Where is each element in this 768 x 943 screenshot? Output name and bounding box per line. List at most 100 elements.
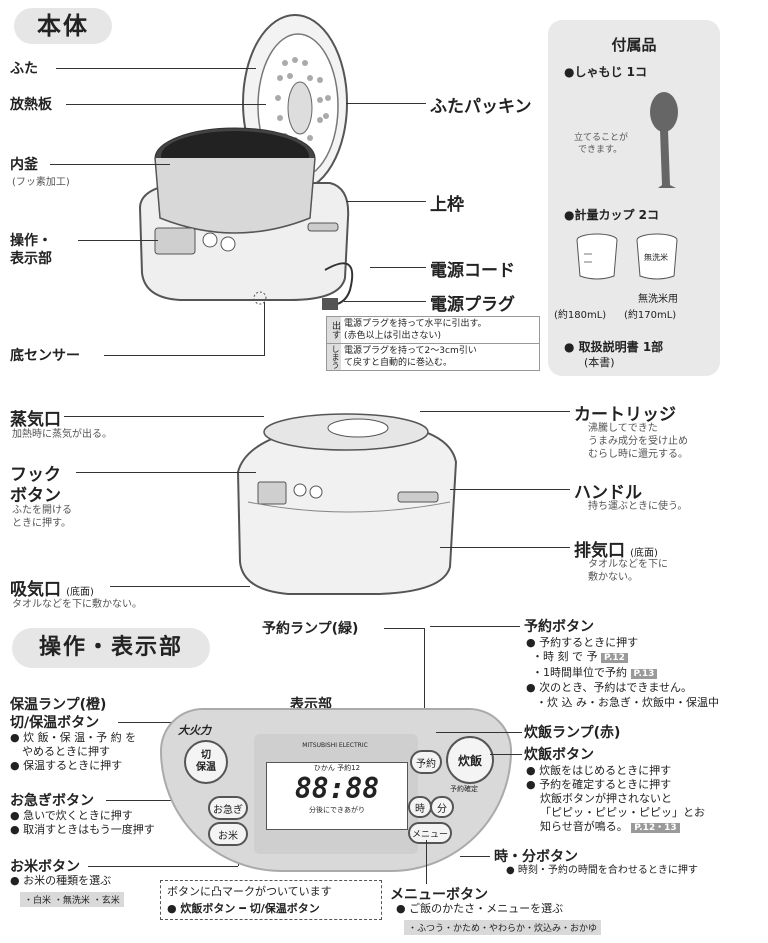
yoyaku-bullet-1: ● 予約するときに押す [526,636,639,649]
plug-note-out-2: (赤色以上は引出さない) [344,331,442,341]
kiri-hoon-bullet-2: やめるときに押す [22,745,110,758]
label-suihan-btn: 炊飯ボタン [524,747,594,763]
display-digits: 88:88 [294,772,380,805]
label-hook-sub-2: ときに押す。 [12,518,71,529]
fun-button[interactable]: 分 [430,796,454,818]
measuring-cup-left-icon [576,233,618,280]
label-kyuuki-sub: タオルなどを下に敷かない。 [12,599,142,610]
power-cord-illustration [322,262,354,310]
yoyaku-bullet-2-text: ・時 刻 で 予 [532,650,598,663]
suihan-bullet-4: 「ピピッ・ピピッ・ピピッ」とお [540,806,705,819]
ji-button[interactable]: 時 [408,796,432,818]
suihan-button[interactable]: 炊飯 [446,736,494,784]
accessory-manual-1: ● 取扱説明書 1部 [564,340,664,354]
accessories-box: 付属品 ●しゃもじ 1コ 立てることが できます。 ●計量カップ 2コ 無洗米 … [548,20,720,376]
yoyaku-button[interactable]: 予約 [410,750,442,774]
shamoji-note-1: 立てることが [574,133,629,143]
menu-button[interactable]: メニュー [408,822,452,844]
okome-bullet-1: ● お米の種類を選ぶ [10,874,112,887]
label-cartridge-sub-3: むらし時に還元する。 [588,449,688,460]
note-box-line-2: ● 炊飯ボタン ━ 切/保温ボタン [167,902,320,915]
jifun-bullet-1: ● 時刻・予約の時間を合わせるときに押す [506,865,698,876]
label-haiki-sub-1: タオルなどを下に [588,559,668,570]
oisogi-bullet-2: ● 取消すときはもう一度押す [10,823,155,836]
hoon-label: 保温 [196,762,216,773]
yoyaku-bullet-3: ・1時間単位で予約 P.13 [532,666,658,681]
label-haiki-main: 排気口 [574,541,625,561]
label-futa: ふた [10,61,38,77]
label-haiki-paren: (底面) [630,548,658,559]
kiri-hoon-bullet-3: ● 保温するときに押す [10,759,123,772]
label-hyoujibu: 表示部 [10,251,52,267]
yoyaku-bullet-2: ・時 刻 で 予 P.12 [532,650,628,665]
plug-note-in-2: て戻すと自動的に巻込む。 [344,358,453,368]
label-soko-sensor: 底センサー [10,348,80,364]
suihan-sub-label: 予約確定 [450,785,478,793]
label-jouki-sub: 加熱時に蒸気が出る。 [12,429,112,440]
note-box: ボタンに凸マークがついています ● 炊飯ボタン ━ 切/保温ボタン [160,880,382,920]
section-title-hontai: 本体 [14,8,112,44]
label-hook-sub-1: ふたを開ける [12,505,72,516]
suihan-bullet-1: ● 炊飯をはじめるときに押す [526,764,672,777]
plug-note-tag-in: しまう [327,344,341,370]
label-uchigama: 内釜 [10,157,38,173]
accessories-title: 付属品 [611,36,657,54]
label-dengen-plug: 電源プラグ [430,295,515,315]
display-top-text: ひかん 予約12 [313,764,361,772]
label-kyuuki-paren: (底面) [66,587,94,598]
plug-note-out-1: 電源プラグを持って水平に引出す。 [344,319,487,329]
section-title-sousa: 操作・表示部 [12,628,210,668]
suihan-bullet-3: 炊飯ボタンが押されないと [540,792,672,805]
display-bottom-text: 分後にできあがり [309,806,365,814]
label-cartridge: カートリッジ [574,405,676,425]
okome-tag: ・白米 ・無洗米 ・玄米 [20,892,124,907]
label-hook-1: フック [10,465,61,485]
label-okome-btn: お米ボタン [10,859,80,875]
accessory-cup: ●計量カップ 2コ [564,208,659,222]
cup-right-text: 無洗米 [644,253,668,262]
kiri-hoon-bullet-1: ● 炊 飯・保 温・予 約 を [10,731,137,744]
label-menu-btn: メニューボタン [390,887,488,903]
menu-bullet-1: ● ご飯のかたさ・メニューを選ぶ [396,902,564,915]
label-yoyaku-lamp: 予約ランプ(緑) [262,621,359,637]
label-handle: ハンドル [574,483,642,503]
label-yoyaku-btn: 予約ボタン [524,619,594,635]
label-uchigama-sub: (フッ素加工) [12,177,70,188]
label-oisogi-btn: お急ぎボタン [10,793,94,809]
suihan-ref: P.12・13 [631,823,680,833]
label-cartridge-sub-1: 沸騰してできた [588,423,658,434]
plug-notes: 出す 電源プラグを持って水平に引出す。 (赤色以上は引出さない) しまう 電源プ… [326,316,540,371]
yoyaku-bullet-3-text: ・1時間単位で予約 [532,666,627,679]
oisogi-button[interactable]: お急ぎ [208,796,248,820]
label-haiki: 排気口 (底面) [574,536,658,561]
cup-right-label-1: 無洗米用 [638,294,678,305]
yoyaku-bullet-5: ・炊 込 み・お急ぎ・炊飯中・保温中 [536,696,719,709]
kiri-hoon-button[interactable]: 切 保温 [184,740,228,784]
panel-logo: MITSUBISHI ELECTRIC [302,742,368,749]
label-futa-packing: ふたパッキン [430,97,532,117]
oisogi-bullet-1: ● 急いで炊くときに押す [10,809,133,822]
measuring-cup-right-icon [636,233,678,280]
label-cartridge-sub-2: うまみ成分を受け止め [588,436,688,447]
label-uwawaku: 上枠 [430,195,464,215]
menu-tag: ・ふつう・かため・やわらか・炊込み・おかゆ [404,920,602,935]
label-hoon-lamp: 保温ランプ(橙) [10,697,107,713]
label-jifun-btn: 時・分ボタン [494,849,578,865]
label-hounetsuban: 放熱板 [10,97,52,113]
cup-left-label: (約180mL) [554,310,607,321]
okome-button[interactable]: お米 [208,822,248,846]
rice-cooker-open-illustration [138,14,350,305]
label-haiki-sub-2: 敷かない。 [588,572,638,583]
label-jouki: 蒸気口 [10,410,61,430]
label-handle-sub: 持ち運ぶときに使う。 [588,501,688,512]
shamoji-note-2: できます。 [578,145,623,155]
panel-display: ひかん 予約12 88:88 分後にできあがり [266,762,408,830]
accessory-shamoji: ●しゃもじ 1コ [564,65,647,79]
yoyaku-bullet-4: ● 次のとき、予約はできません。 [526,681,692,694]
suihan-bullet-2: ● 予約を確定するときに押す [526,778,672,791]
label-hook-2: ボタン [10,486,61,506]
plug-note-in-1: 電源プラグを持って2〜3cm引い [344,346,477,356]
yoyaku-ref-1: P.12 [601,653,628,663]
label-kiri-hoon-btn: 切/保温ボタン [10,715,100,731]
label-sousa: 操作・ [10,233,52,249]
